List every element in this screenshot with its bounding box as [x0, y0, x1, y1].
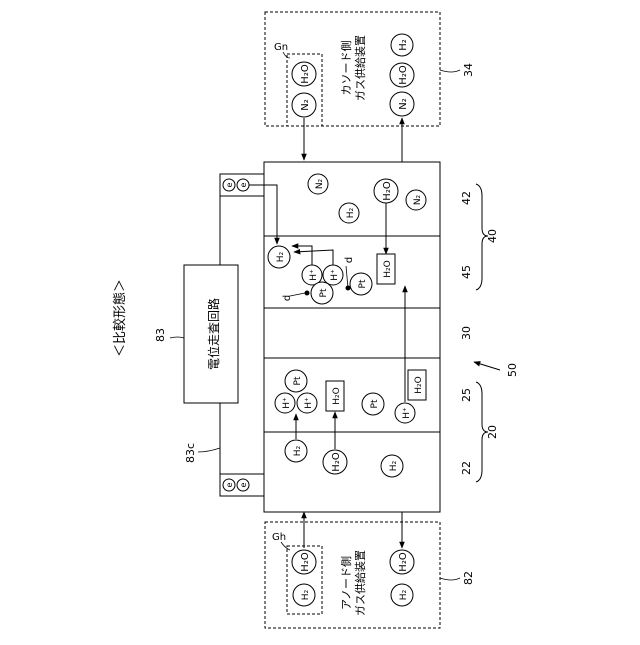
ref-group-20: 20: [486, 425, 499, 439]
ref-34-leader: [440, 70, 460, 72]
svg-text:e: e: [239, 482, 248, 487]
proton: H⁺: [323, 265, 343, 285]
ref-83-leader: [170, 337, 184, 338]
svg-text:N₂: N₂: [413, 194, 423, 205]
svg-text:N₂: N₂: [315, 178, 325, 189]
platinum-particle: Pt: [362, 393, 384, 415]
svg-text:e: e: [225, 482, 234, 487]
molecule-h2: H₂: [268, 246, 290, 268]
proton: H⁺: [395, 403, 415, 423]
d-label: d: [282, 295, 293, 301]
electron: e: [223, 179, 235, 191]
d-label: d: [344, 257, 355, 263]
svg-text:H₂O: H₂O: [331, 452, 342, 472]
svg-text:H₂O: H₂O: [398, 552, 409, 572]
ref-anode-supply: 82: [462, 571, 475, 585]
svg-text:H₂O: H₂O: [300, 552, 311, 572]
platinum-particle: Pt: [311, 282, 333, 304]
ref-layer-45: 45: [460, 265, 473, 279]
water-box-label: H₂O: [383, 260, 393, 277]
electron: e: [223, 479, 235, 491]
svg-text:e: e: [225, 182, 234, 187]
svg-text:Pt: Pt: [319, 288, 329, 297]
svg-text:Pt: Pt: [293, 376, 303, 385]
cathode-supply-label-2: ガス供給装置: [353, 35, 367, 101]
molecule-h2: H₂: [381, 455, 403, 477]
molecule-h2o: H₂O: [390, 550, 414, 574]
svg-text:H₂: H₂: [293, 445, 303, 456]
molecule-n2: N₂: [390, 92, 414, 116]
ref-83c-leader: [198, 448, 220, 452]
svg-text:H₂O: H₂O: [398, 65, 409, 85]
molecule-h2o: H₂O: [323, 450, 347, 474]
proton: H⁺: [275, 393, 295, 413]
svg-text:H₂O: H₂O: [382, 181, 393, 201]
ref-cell: 50: [506, 363, 519, 377]
ref-50-arrow: [474, 362, 500, 370]
svg-text:N₂: N₂: [398, 98, 409, 110]
circuit-label: 電位走査回路: [206, 298, 221, 370]
molecule-h2: H₂: [391, 34, 413, 56]
svg-text:H₂: H₂: [276, 251, 286, 262]
molecule-n2: N₂: [292, 93, 316, 117]
svg-text:H₂: H₂: [346, 207, 356, 218]
gas-group-gh-label: Gh: [272, 532, 286, 543]
svg-text:H₂O: H₂O: [300, 64, 311, 84]
svg-text:H₂: H₂: [389, 460, 399, 471]
svg-text:H₂: H₂: [301, 589, 311, 600]
electron: e: [237, 179, 249, 191]
molecule-h2: H₂: [391, 584, 413, 606]
molecule-h2o: H₂O: [292, 550, 316, 574]
molecule-n2: N₂: [308, 174, 328, 194]
ref-layer-42: 42: [460, 191, 473, 205]
molecule-h2: H₂: [285, 440, 307, 462]
svg-text:H⁺: H⁺: [309, 269, 319, 281]
svg-text:H⁺: H⁺: [330, 269, 340, 281]
molecule-h2: H₂: [293, 584, 315, 606]
ref-lead: 83c: [184, 443, 197, 463]
platinum-particle: Pt: [350, 273, 372, 295]
ref-layer-22: 22: [460, 461, 473, 475]
svg-text:H⁺: H⁺: [402, 407, 412, 419]
defect-dot: [305, 291, 310, 296]
gas-group-gn-label: Gn: [274, 42, 288, 53]
svg-text:Pt: Pt: [358, 279, 368, 288]
molecule-h2o: H₂O: [292, 62, 316, 86]
h2-formation-arrows: [292, 246, 312, 266]
svg-text:H⁺: H⁺: [304, 397, 314, 409]
d-leader: [346, 266, 348, 288]
svg-text:N₂: N₂: [300, 99, 311, 111]
heading: ＜比較形態＞: [112, 279, 128, 357]
anode-supply-label-2: ガス供給装置: [353, 550, 367, 616]
svg-text:e: e: [239, 182, 248, 187]
ref-82-leader: [440, 578, 460, 580]
electron: e: [237, 479, 249, 491]
ref-group-40: 40: [486, 229, 499, 243]
platinum-particle: Pt: [285, 370, 307, 392]
ref-cathode-supply: 34: [462, 63, 475, 77]
molecule-h2: H₂: [339, 203, 359, 223]
anode-supply-label-1: アノード側: [340, 556, 353, 610]
svg-text:H⁺: H⁺: [282, 397, 292, 409]
molecule-h2o: H₂O: [374, 179, 398, 203]
molecule-n2: N₂: [406, 190, 426, 210]
svg-text:Pt: Pt: [370, 399, 380, 408]
ref-circuit: 83: [154, 328, 167, 342]
cathode-supply-label-1: カソード側: [340, 41, 353, 96]
ref-layer-25: 25: [460, 388, 473, 402]
water-box-label: H₂O: [414, 376, 424, 393]
ref-layer-30: 30: [460, 326, 473, 340]
water-box-label: H₂O: [332, 387, 342, 404]
h2-formation-arrows: [294, 250, 333, 266]
proton: H⁺: [297, 393, 317, 413]
molecule-h2o: H₂O: [390, 63, 414, 87]
svg-text:H₂: H₂: [398, 39, 409, 51]
svg-text:H₂: H₂: [399, 589, 409, 600]
